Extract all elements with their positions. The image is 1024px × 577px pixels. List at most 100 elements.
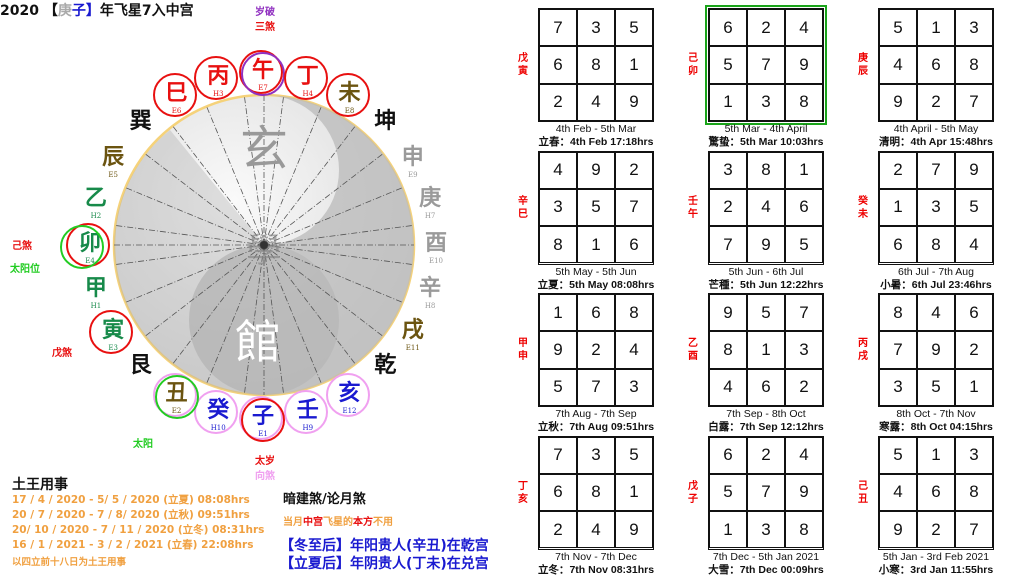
star-cell: 7 (747, 46, 785, 84)
star-cell: 9 (539, 331, 577, 369)
solar-term-time: 3rd Jan 11:55hrs (910, 563, 994, 576)
compass-spoke (263, 244, 384, 337)
star-cell: 2 (577, 331, 615, 369)
compass-spoke (206, 244, 265, 384)
solar-term: 驚蛰：5th Mar 10:03hrs (681, 136, 851, 149)
highlight-ring (283, 55, 328, 100)
star-cell: 9 (747, 226, 785, 264)
month-pillar: 丁亥 (518, 480, 528, 505)
star-cell: 8 (615, 294, 653, 332)
mountain-15: 艮 (121, 349, 161, 389)
star-cell: 7 (539, 9, 577, 47)
title-year: 2020 (0, 3, 44, 19)
mountain-21: 巽 (121, 105, 161, 145)
earth-king-footnote: 以四立前十八日为土王用事 (12, 557, 127, 568)
highlight-ring (325, 73, 370, 118)
mountain-index: H8 (424, 301, 436, 310)
rule-part: 飞星的 (323, 517, 353, 528)
month-pillar: 己卯 (688, 53, 698, 77)
month-range: 6th Jul - 7th Aug (898, 265, 974, 278)
star-cell: 2 (955, 331, 993, 369)
solar-term-time: 7th Sep 12:12hrs (739, 421, 824, 433)
star-cell: 8 (955, 46, 993, 84)
star-cell: 1 (747, 331, 785, 369)
solar-term-time: 4th Feb 17:18hrs (570, 136, 654, 148)
mountain-char: 酉 (424, 231, 447, 256)
compass-spoke (244, 96, 265, 246)
earth-king-period: 20/ 10 / 2020 - 7 / 11 / 2020 (立冬) 08:31… (12, 524, 265, 536)
mountain-3: 坤 (365, 105, 405, 145)
mountain-index: E9 (408, 170, 418, 179)
mountain-index: H1 (90, 301, 102, 310)
mountain-char: 辛 (419, 275, 442, 301)
month-pillar: 己丑 (858, 480, 868, 505)
solar-term: 清明：4th Apr 15:48hrs (851, 136, 1021, 149)
month-pillar: 乙酉 (688, 338, 698, 362)
star-cell: 6 (785, 188, 823, 227)
star-cell: 1 (955, 368, 993, 406)
star-cell: 5 (615, 436, 653, 474)
month-range: 5th Jan - 3rd Feb 2021 (882, 550, 990, 563)
mountain-char: 辰 (102, 144, 125, 170)
note-sui-po: 岁破 (255, 7, 275, 18)
mountain-char: 巽 (129, 108, 152, 134)
solar-term-name: 立秋： (537, 421, 570, 433)
solar-term-time: 5th May 08:08hrs (569, 278, 655, 291)
earth-king-period: 16 / 1 / 2021 - 3 / 2 / 2021 (立春) 22:08h… (12, 539, 254, 551)
month-pillar: 戊寅 (518, 53, 528, 77)
solar-term: 白露：7th Sep 12:12hrs (681, 421, 851, 434)
star-cell: 5 (879, 436, 917, 474)
solar-term-name: 大雪： (708, 563, 740, 576)
mountain-char: 乙 (84, 186, 107, 212)
star-cell: 9 (955, 151, 993, 189)
solar-term-time: 7th Aug 09:51hrs (569, 421, 655, 433)
star-cell: 3 (577, 9, 615, 47)
month-range: 4th Feb - 5th Mar (555, 123, 637, 135)
star-cell: 1 (785, 151, 823, 189)
month-range: 7th Nov - 7th Dec (555, 550, 637, 563)
star-cell: 1 (709, 511, 747, 549)
compass-spoke (172, 125, 265, 246)
compass-spoke (125, 187, 265, 246)
compass-spoke (263, 225, 413, 246)
mountain-9: 乾 (365, 349, 405, 389)
star-cell: 2 (539, 83, 577, 121)
solar-term-time: 6th Jul 23:46hrs (911, 278, 992, 291)
compass-spoke (144, 244, 265, 337)
compass-spoke (263, 187, 403, 246)
month-pillar: 癸未 (858, 195, 868, 220)
star-cell: 1 (615, 473, 653, 512)
star-cell: 2 (917, 511, 955, 549)
star-cell: 4 (577, 511, 615, 549)
star-cell: 2 (917, 83, 955, 121)
month-range: 7th Dec - 5th Jan 2021 (712, 550, 820, 563)
star-cell: 8 (709, 331, 747, 369)
star-cell: 3 (879, 368, 917, 406)
note-san-sha: 三煞 (255, 22, 275, 33)
star-cell: 7 (577, 368, 615, 406)
star-cell: 7 (955, 511, 993, 549)
star-cell: 8 (785, 83, 823, 121)
star-cell: 9 (785, 46, 823, 84)
star-cell: 3 (539, 188, 577, 227)
star-cell: 7 (785, 294, 823, 332)
star-cell: 6 (709, 9, 747, 47)
